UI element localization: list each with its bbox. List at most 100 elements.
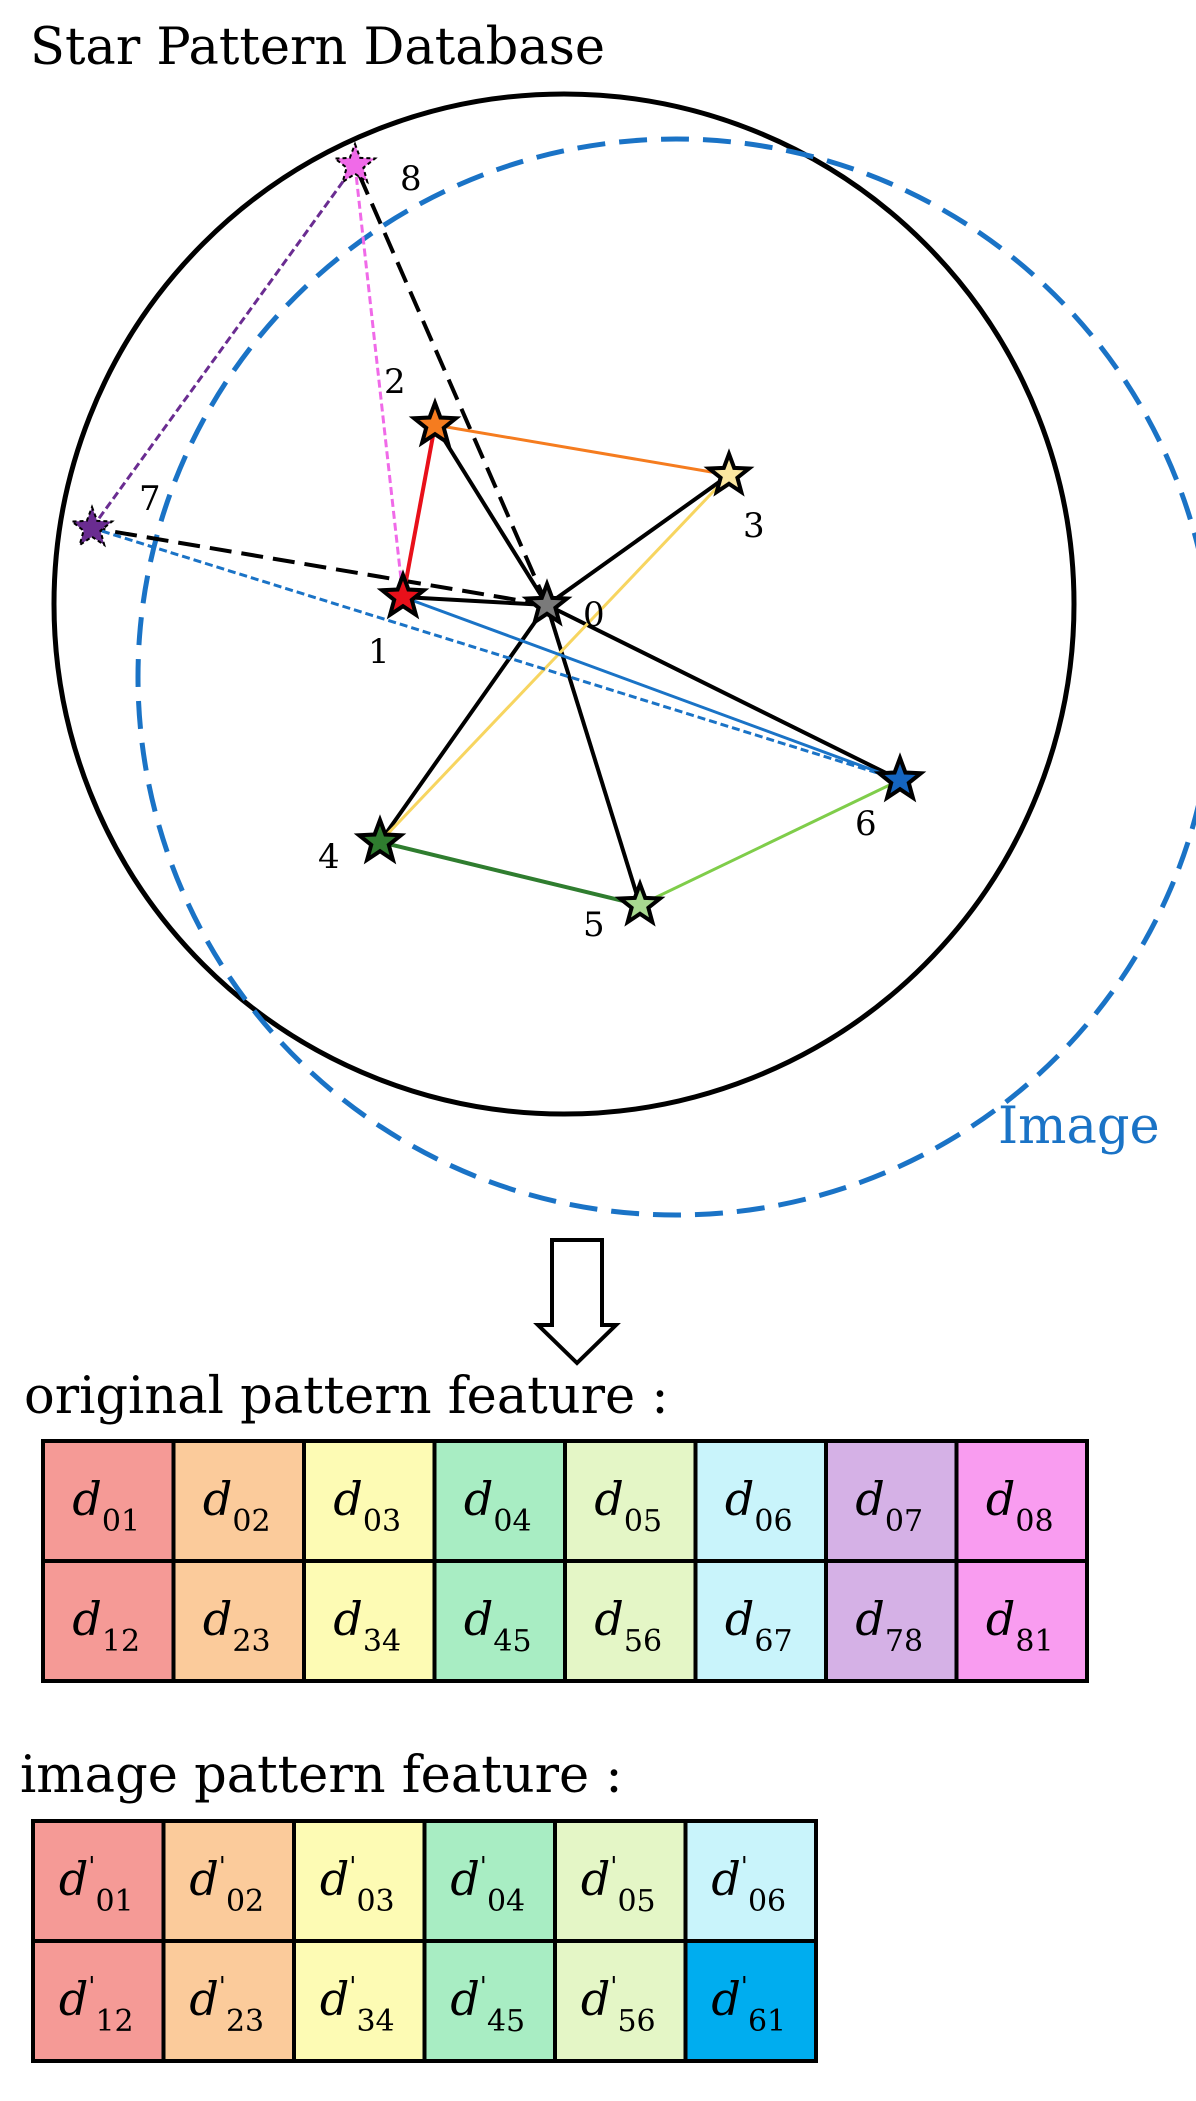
feature-cell [824,1559,959,1683]
star-0-icon [521,578,573,627]
feature-var: d [320,1972,349,2026]
feature-subscript: 04 [487,1884,525,1919]
feature-subscript: 02 [226,1884,264,1919]
feature-cell-label: d67 [725,1592,793,1659]
feature-cell [41,1559,176,1683]
feature-subscript: 67 [754,1624,792,1659]
feature-var: d [725,1472,754,1526]
edge-0-3 [545,473,731,607]
feature-var: d [450,1852,479,1906]
feature-cell [553,1939,688,2063]
feature-subscript: 45 [493,1624,531,1659]
star-8-icon [332,141,378,185]
edge-0-1 [402,595,548,607]
feature-var: d [320,1852,349,1906]
feature-cell [432,1439,567,1563]
feature-cell-label: d78 [855,1592,923,1659]
feature-subscript: 03 [363,1504,401,1539]
feature-subscript: 61 [748,2004,786,2039]
feature-subscript: 02 [232,1504,270,1539]
feature-prime: ' [480,1972,487,2002]
star-group-1: 1 [368,569,430,672]
feature-var: d [72,1592,101,1646]
feature-prime: ' [88,1852,95,1882]
feature-subscript: 01 [102,1504,140,1539]
star-label-6: 6 [855,804,877,844]
edge-0-7 [91,526,548,607]
feature-cell [693,1559,828,1683]
feature-subscript: 81 [1015,1624,1053,1659]
feature-cell [41,1439,176,1563]
feature-subscript: 03 [356,1884,394,1919]
feature-cell-label: d'34 [320,1972,395,2039]
feature-var: d [855,1472,884,1526]
feature-cell [31,1819,166,1943]
star-group-5: 5 [583,878,666,945]
star-label-3: 3 [743,506,765,546]
feature-var: d [450,1972,479,2026]
star-group-3: 3 [703,448,765,546]
feature-prime: ' [610,1972,617,2002]
feature-subscript: 06 [748,1884,786,1919]
feature-cell [954,1559,1089,1683]
star-label-1: 1 [368,632,390,672]
database-circle [51,91,1077,1117]
edge-6-7 [91,526,901,782]
feature-cell [824,1439,959,1563]
feature-var: d [594,1472,623,1526]
feature-cell-label: d12 [72,1592,140,1659]
feature-var: d [581,1852,610,1906]
feature-cell [292,1819,427,1943]
feature-subscript: 04 [493,1504,531,1539]
feature-var: d [333,1592,362,1646]
feature-cell-label: d07 [855,1472,923,1539]
star-6-icon [873,752,927,803]
image-feature-heading: image pattern feature : [20,1746,623,1805]
feature-var: d [203,1592,232,1646]
feature-var: d [464,1472,493,1526]
feature-cell-label: d'12 [59,1972,134,2039]
feature-var: d [189,1852,218,1906]
image-label: Image [998,1097,1160,1156]
feature-subscript: 34 [363,1624,401,1659]
feature-var: d [594,1592,623,1646]
star-5-icon [614,878,666,927]
star-group-8: 8 [332,141,422,199]
feature-var: d [725,1592,754,1646]
star-connections [90,164,901,907]
edge-5-6 [639,778,901,907]
star-label-0: 0 [583,595,605,635]
feature-cell [302,1439,437,1563]
feature-subscript: 56 [617,2004,655,2039]
star-group-7: 7 [69,479,161,548]
feature-var: d [72,1472,101,1526]
feature-var: d [333,1472,362,1526]
feature-subscript: 78 [885,1624,923,1659]
feature-cell-label: d08 [986,1472,1054,1539]
feature-subscript: 05 [617,1884,655,1919]
edge-7-8 [90,164,357,529]
feature-subscript: 23 [232,1624,270,1659]
feature-cell-label: d45 [464,1592,532,1659]
star-1-icon [376,569,430,620]
diagram-title: Star Pattern Database [30,18,605,77]
edge-0-6 [546,603,901,782]
feature-cell [683,1939,818,2063]
feature-prime: ' [219,1852,226,1882]
star-label-5: 5 [583,905,605,945]
stars-layer: 0 1 2 3 4 5 6 7 [69,141,927,945]
feature-cell-label: d'61 [711,1972,786,2039]
feature-cell [553,1819,688,1943]
feature-cell-label: d56 [594,1592,662,1659]
star-label-8: 8 [400,159,422,199]
feature-subscript: 12 [95,2004,133,2039]
feature-var: d [711,1852,740,1906]
feature-subscript: 08 [1015,1504,1053,1539]
feature-var: d [203,1472,232,1526]
feature-cell-label: d'45 [450,1972,525,2039]
down-arrow-icon [533,1238,621,1366]
feature-prime: ' [88,1972,95,2002]
feature-var: d [986,1592,1015,1646]
